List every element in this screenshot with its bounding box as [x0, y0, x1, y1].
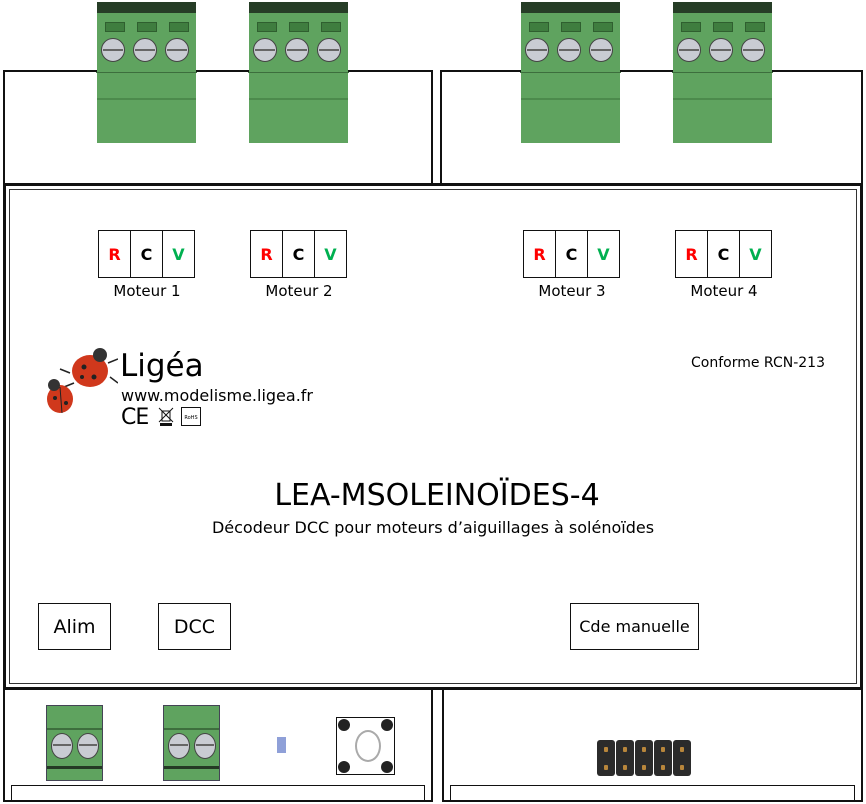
pin-label-v: V: [749, 244, 762, 264]
dcc-terminal-block[interactable]: [163, 705, 220, 781]
header-pin: [654, 740, 672, 776]
pin-label-v: V: [324, 244, 337, 264]
pin-label-c: C: [131, 231, 163, 277]
ladybug-logo-icon: [47, 348, 118, 414]
header-pin: [673, 740, 691, 776]
brand-name: Ligéa: [120, 348, 204, 384]
screw-icon: [589, 38, 613, 62]
motor-2-terminal-block[interactable]: [248, 2, 349, 143]
power-terminal-block[interactable]: [46, 705, 103, 781]
screw-icon: [709, 38, 733, 62]
brand-url: www.modelisme.ligea.fr: [121, 386, 313, 405]
pin-label-v: V: [597, 244, 610, 264]
screw-icon: [253, 38, 277, 62]
screw-icon: [317, 38, 341, 62]
product-subtitle: Décodeur DCC pour moteurs d’aiguillages …: [211, 518, 655, 537]
motor-1-terminal-block[interactable]: [96, 2, 197, 143]
pin-header[interactable]: [597, 740, 691, 776]
product-title: LEA-MSOLEINOÏDES-4: [274, 478, 600, 513]
pin-label-c: C: [708, 231, 740, 277]
pin-label-r: R: [676, 231, 708, 277]
manual-control-label-box: Cde manuelle: [570, 603, 699, 650]
push-button[interactable]: [336, 717, 395, 775]
conformity-text: Conforme RCN-213: [691, 355, 825, 371]
header-pin: [597, 740, 615, 776]
rohs-label: RoHS: [184, 415, 198, 421]
header-pin: [616, 740, 634, 776]
motor-4-terminal-block[interactable]: [672, 2, 773, 143]
top-housing-right: [440, 70, 863, 188]
screw-icon: [101, 38, 125, 62]
screw-icon: [165, 38, 189, 62]
screw-icon: [741, 38, 765, 62]
top-housing-left: [3, 70, 433, 188]
motor-label: Moteur 4: [690, 282, 758, 300]
motor-label: Moteur 1: [113, 282, 181, 300]
pin-label-r: R: [524, 231, 556, 277]
motor-label: Moteur 2: [265, 282, 333, 300]
pin-label-c: C: [283, 231, 315, 277]
ce-mark-icon: CE: [121, 405, 149, 430]
pin-label-c: C: [556, 231, 588, 277]
pin-label-r: R: [251, 231, 283, 277]
screw-icon: [525, 38, 549, 62]
led-indicator: [277, 737, 286, 753]
rohs-icon: RoHS: [181, 407, 201, 426]
motor-3-terminal-block[interactable]: [520, 2, 621, 143]
pin-label-r: R: [99, 231, 131, 277]
pin-label-v: V: [172, 244, 185, 264]
main-panel: [3, 183, 863, 690]
weee-bin-icon: [158, 407, 174, 426]
alim-label-box: Alim: [38, 603, 111, 650]
motor-label: Moteur 3: [538, 282, 606, 300]
header-pin: [635, 740, 653, 776]
screw-icon: [133, 38, 157, 62]
dcc-label-box: DCC: [158, 603, 231, 650]
screw-icon: [677, 38, 701, 62]
screw-icon: [557, 38, 581, 62]
screw-icon: [285, 38, 309, 62]
